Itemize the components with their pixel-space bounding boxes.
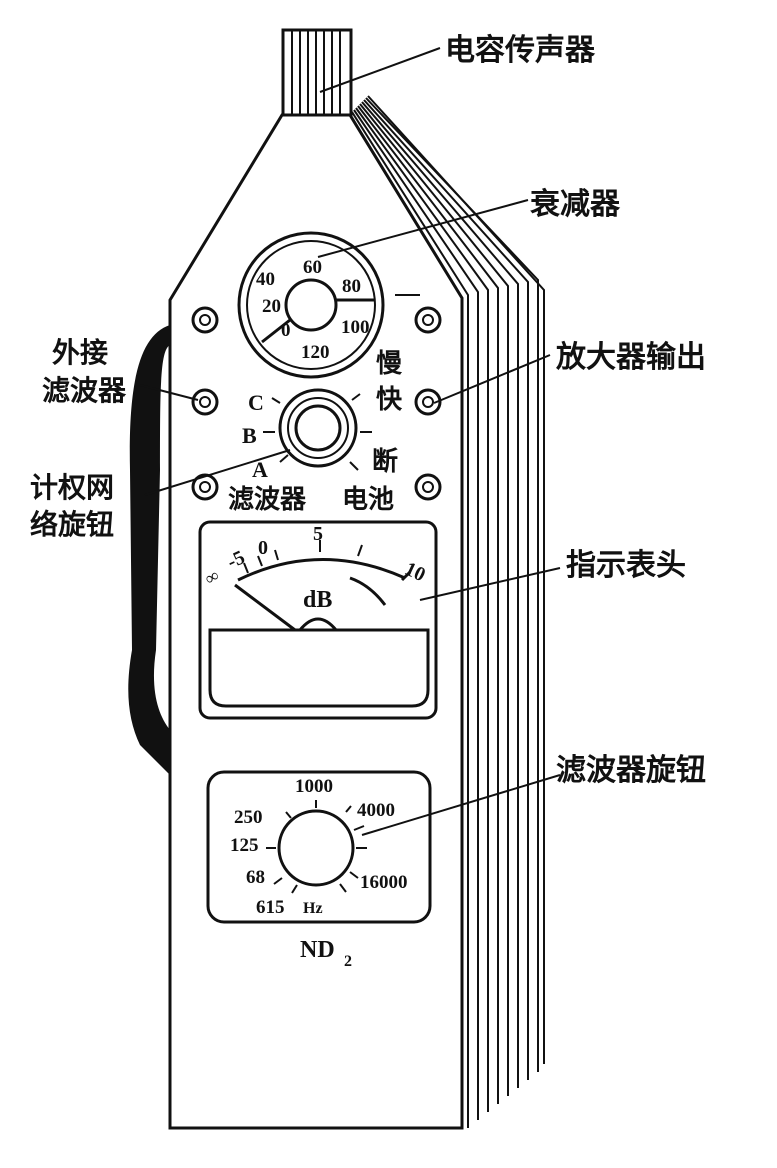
device-model-subscript: 2 xyxy=(344,953,352,970)
meter-scale-infinity: ∞ xyxy=(201,565,222,589)
meter-unit: dB xyxy=(303,587,332,613)
switch-off-label: 断 xyxy=(372,446,398,477)
filter-panel xyxy=(206,770,432,924)
weighting-position-b: B xyxy=(242,423,257,448)
weighting-position-c: C xyxy=(248,390,264,415)
meter-scale-5: 5 xyxy=(313,523,323,545)
attenuator-dial xyxy=(237,231,385,379)
filter-scale-615: 615 xyxy=(256,897,285,918)
filter-scale-1000: 1000 xyxy=(295,776,333,797)
meter-scale-0: 0 xyxy=(258,537,268,559)
meter-head xyxy=(198,520,438,720)
weighting-knob xyxy=(263,388,372,471)
device-side-edges xyxy=(351,95,545,1128)
callout-attenuator: 衰减器 xyxy=(530,187,621,222)
carry-strap xyxy=(128,325,170,775)
callout-weighting-knob-line1: 计权网 xyxy=(30,471,114,504)
meter-scale-minus5: -5 xyxy=(224,546,248,573)
callout-lines xyxy=(139,47,561,836)
attenuator-scale-80: 80 xyxy=(342,276,361,297)
attenuator-scale-120: 120 xyxy=(301,342,330,363)
callout-external-filter-line2: 滤波器 xyxy=(42,374,127,407)
switch-slow-label: 慢 xyxy=(376,349,403,379)
screws xyxy=(191,306,442,501)
attenuator-scale-40: 40 xyxy=(256,269,275,290)
device-model: ND xyxy=(300,937,335,963)
callout-meter-head: 指示表头 xyxy=(566,548,686,583)
filter-scale-68: 68 xyxy=(246,867,265,888)
callout-microphone: 电容传声器 xyxy=(445,33,596,68)
attenuator-scale-60: 60 xyxy=(303,257,322,278)
filter-scale-16000: 16000 xyxy=(360,872,408,893)
switch-battery-label: 电池 xyxy=(342,485,394,515)
callout-amp-output: 放大器输出 xyxy=(555,340,706,375)
filter-scale-4000: 4000 xyxy=(357,800,395,821)
switch-fast-label: 快 xyxy=(376,385,403,415)
microphone xyxy=(281,28,353,117)
attenuator-scale-100: 100 xyxy=(341,317,370,338)
callout-filter-knob: 滤波器旋钮 xyxy=(556,753,706,788)
attenuator-scale-20: 20 xyxy=(262,296,281,317)
callout-weighting-knob-line2: 络旋钮 xyxy=(30,508,114,541)
meter-scale-10: 10 xyxy=(401,558,428,586)
weighting-position-a: A xyxy=(252,457,268,482)
filter-unit: Hz xyxy=(303,900,323,917)
filter-scale-125: 125 xyxy=(230,835,259,856)
attenuator-scale-0: 0 xyxy=(281,320,291,341)
callout-external-filter-line1: 外接 xyxy=(52,336,108,369)
weighting-under-label: 滤波器 xyxy=(228,485,307,515)
filter-scale-250: 250 xyxy=(234,807,263,828)
